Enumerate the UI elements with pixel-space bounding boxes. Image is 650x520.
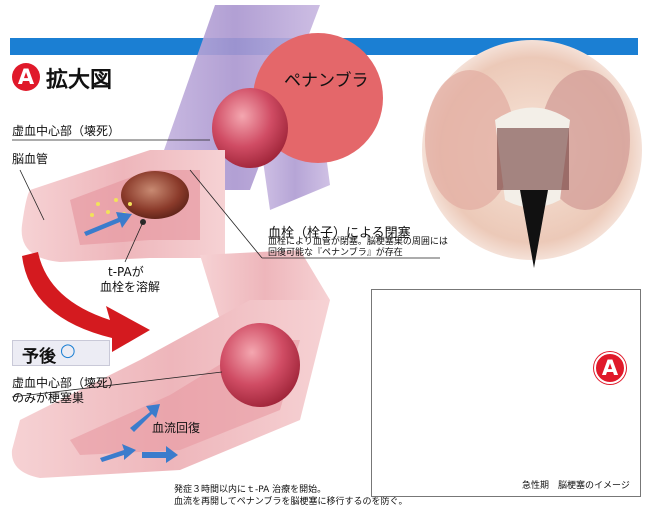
embolus-desc-line1: 血栓により血管が閉塞。脳梗塞巣の周囲には	[268, 237, 448, 247]
ischemic-core-top	[212, 88, 288, 168]
brain-highlight-box	[497, 128, 569, 190]
blood-flow-recovery-label: 血流回復	[152, 421, 201, 435]
ischemic-core-bottom-line1: 虚血中心部（壊死）	[12, 376, 121, 390]
penumbra-label: ペナンブラ	[284, 71, 369, 91]
ischemic-core-bottom-line2: のみが梗塞巣	[12, 391, 85, 405]
ischemic-core-bottom	[220, 323, 300, 407]
caption-line2: 血流を再開してペナンブラを脳梗塞に移行するのを防ぐ。	[174, 497, 408, 507]
ischemic-core-top-label: 虚血中心部（壊死）	[12, 124, 121, 138]
acute-phase-panel	[371, 289, 641, 497]
section-title: 拡大図	[46, 68, 113, 93]
tpa-label-line2: 血栓を溶解	[100, 280, 161, 294]
cerebral-vessel-label: 脳血管	[12, 152, 49, 166]
flow-arrows-bottom	[100, 404, 178, 463]
caption-line1: 発症３時間以内にｔ-PA 治療を開始。	[174, 485, 327, 495]
embolus-desc-line2: 回復可能な『ペナンブラ』が存在	[268, 248, 403, 258]
clot	[121, 171, 189, 219]
prognosis-box	[12, 340, 110, 366]
prognosis-label: 予後	[22, 347, 56, 367]
embolus-title: 血栓（栓子）による閉塞	[268, 226, 411, 241]
transition-arrow	[22, 252, 150, 352]
prognosis-mark: ○	[60, 340, 76, 361]
section-badge: A	[12, 63, 40, 91]
panel-badge: A	[594, 352, 626, 384]
flow-arrow-top	[84, 212, 132, 236]
tpa-label-line1: t-PAが	[108, 265, 144, 279]
panel-caption: 急性期 脳梗塞のイメージ	[522, 481, 630, 491]
